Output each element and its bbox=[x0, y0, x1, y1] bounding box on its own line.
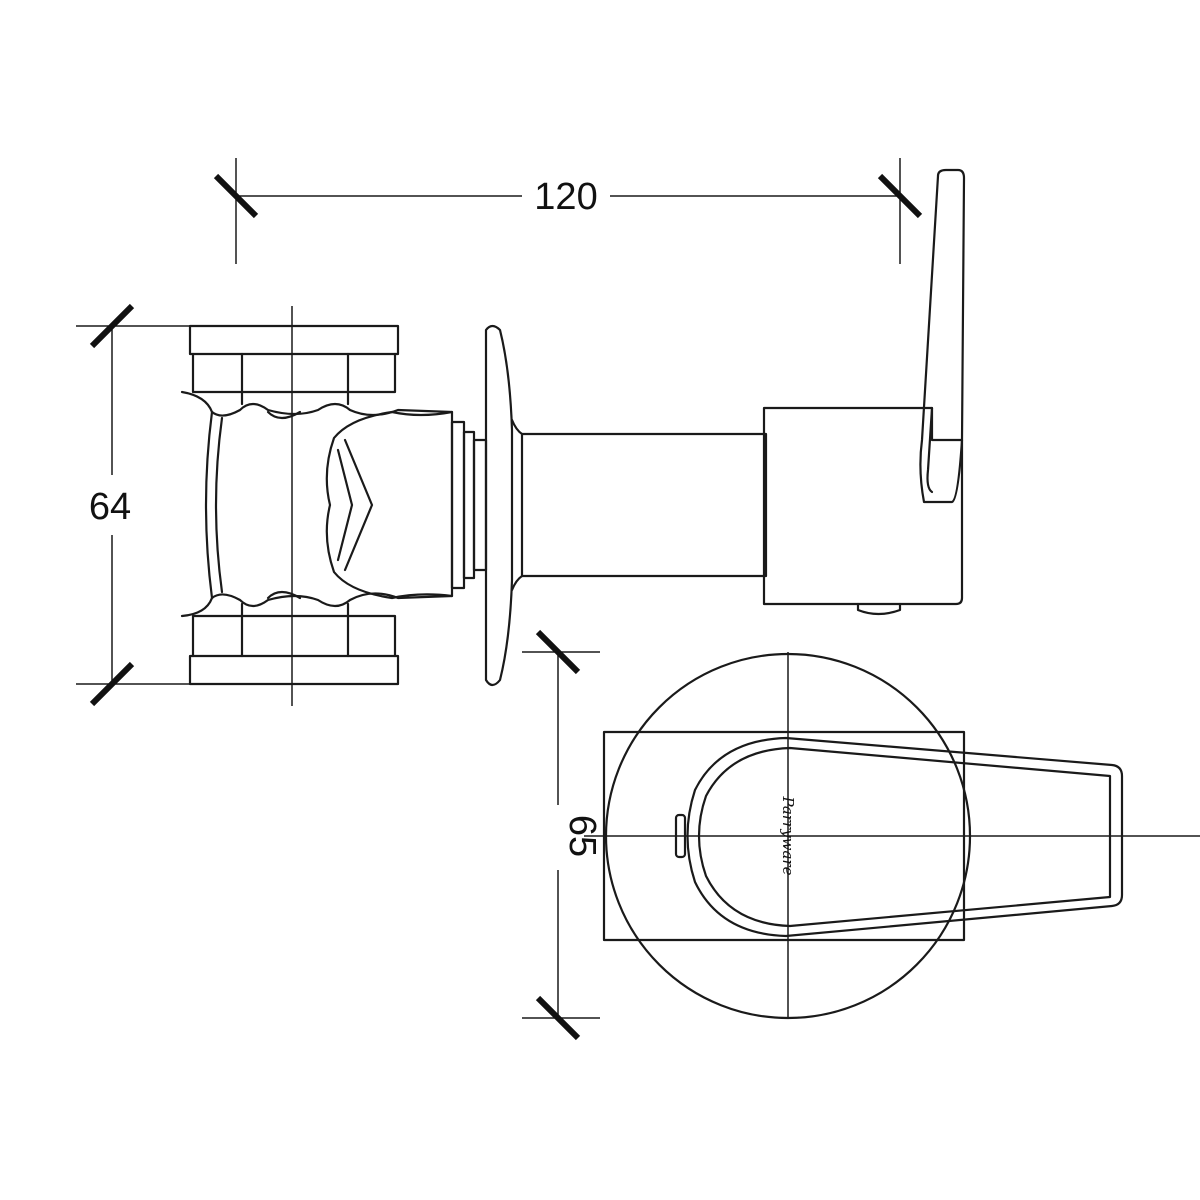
dimension-65: 65 bbox=[522, 629, 603, 1041]
wall-plate-side bbox=[484, 324, 524, 687]
front-view: Parryware bbox=[584, 652, 1200, 1020]
cartridge-collar bbox=[450, 420, 488, 590]
bottom-inlet bbox=[188, 602, 400, 686]
dimension-120-label: 120 bbox=[534, 176, 597, 218]
valve-body bbox=[180, 390, 454, 618]
lever-front bbox=[686, 736, 1124, 938]
top-inlet bbox=[188, 324, 400, 406]
handle-hub bbox=[762, 406, 964, 606]
dimension-120: 120 bbox=[213, 158, 923, 264]
lever-side bbox=[919, 168, 966, 504]
side-view bbox=[180, 168, 966, 706]
spindle-sleeve bbox=[520, 432, 768, 578]
dimension-64-label: 64 bbox=[89, 486, 131, 528]
brand-logo: Parryware bbox=[779, 795, 797, 875]
indicator-button-side bbox=[856, 602, 902, 616]
dimension-64: 64 bbox=[76, 303, 190, 707]
